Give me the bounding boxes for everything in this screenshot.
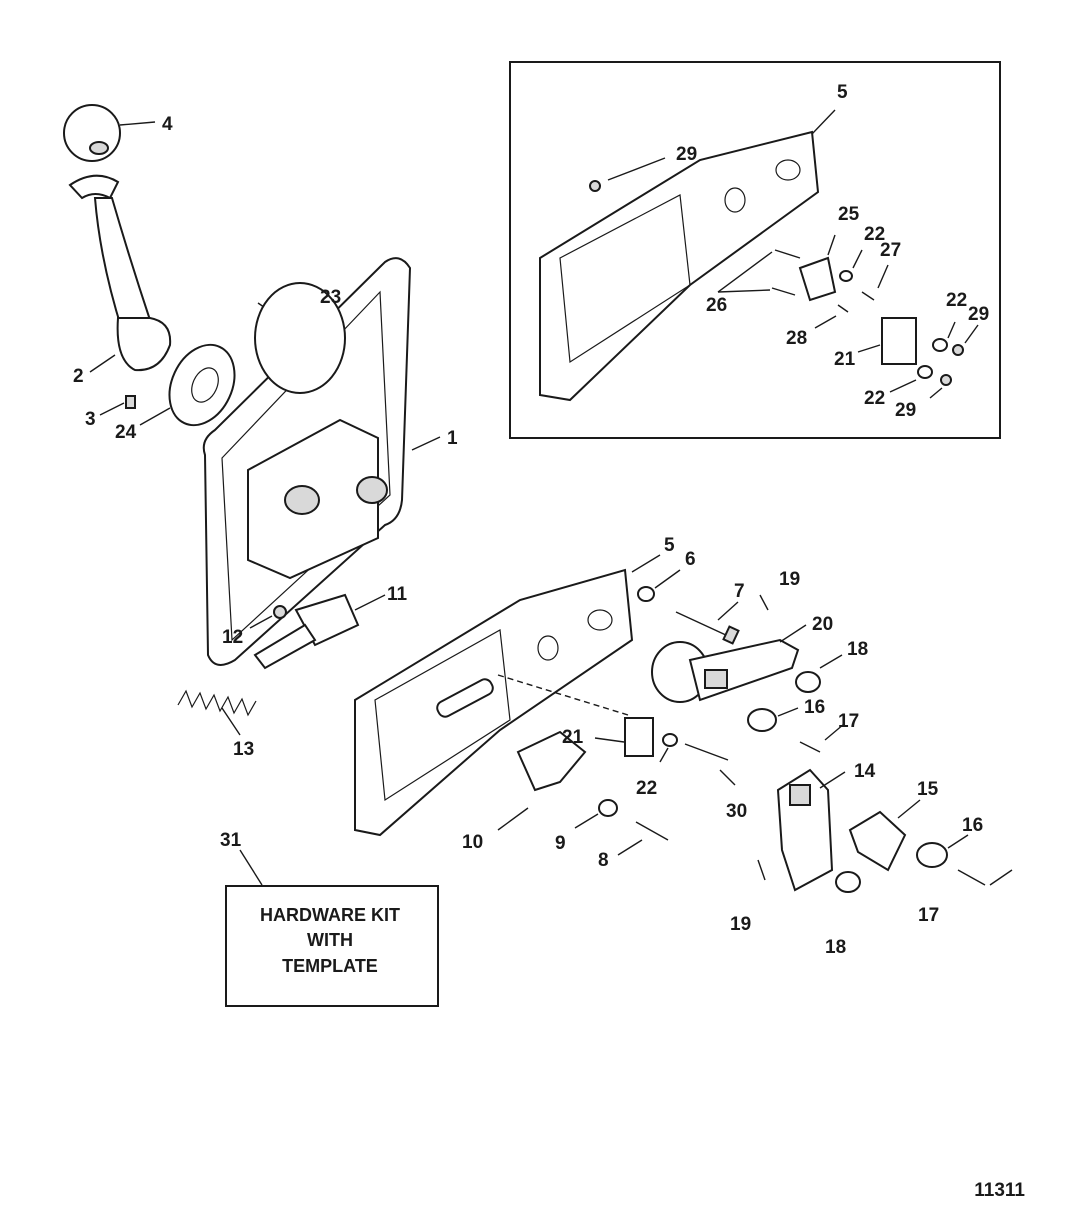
callout-8: 8 bbox=[598, 850, 609, 871]
callout-23: 23 bbox=[320, 287, 341, 308]
cam-part bbox=[253, 593, 386, 670]
callout-7: 7 bbox=[734, 581, 745, 602]
lock-washer-part bbox=[659, 733, 678, 763]
callout-10: 10 bbox=[462, 832, 483, 853]
cam-plate-part bbox=[848, 799, 921, 872]
flat-washer-part bbox=[747, 707, 969, 868]
callout-21: 21 bbox=[562, 727, 584, 748]
inset-frame bbox=[509, 61, 1001, 439]
detent-plate-part bbox=[139, 343, 236, 427]
callout-28: 28 bbox=[786, 328, 807, 349]
callout-22-inset-b: 22 bbox=[946, 290, 967, 311]
callout-17-a: 17 bbox=[838, 711, 859, 732]
callout-24: 24 bbox=[115, 422, 137, 443]
callout-4: 4 bbox=[162, 114, 173, 135]
callout-12: 12 bbox=[222, 627, 243, 648]
switch-part bbox=[594, 717, 654, 757]
cotter-pin-part bbox=[757, 594, 769, 881]
callout-26: 26 bbox=[706, 295, 727, 316]
callout-13: 13 bbox=[233, 739, 254, 760]
spring-part bbox=[177, 689, 257, 736]
nut-part bbox=[249, 605, 287, 629]
callout-2: 2 bbox=[73, 366, 84, 387]
callout-29-inset-b: 29 bbox=[968, 304, 989, 325]
callout-29-inset-c: 29 bbox=[895, 400, 916, 421]
knob-part bbox=[63, 104, 156, 162]
callout-3: 3 bbox=[85, 409, 96, 430]
housing-part bbox=[202, 257, 441, 666]
small-washer-part bbox=[574, 799, 618, 829]
plate-part bbox=[776, 768, 846, 892]
callout-labels: 1 2 3 4 5 5 6 7 8 9 10 11 12 13 14 15 16… bbox=[73, 82, 989, 958]
callout-16-a: 16 bbox=[804, 697, 825, 718]
hardware-kit-line-2: WITH bbox=[307, 930, 353, 950]
lever-part bbox=[651, 624, 807, 703]
handle-part bbox=[68, 174, 172, 373]
callout-27: 27 bbox=[880, 240, 901, 261]
bolt-part bbox=[675, 601, 740, 645]
callout-5-inset: 5 bbox=[837, 82, 848, 103]
roller-part bbox=[795, 654, 861, 893]
callout-1: 1 bbox=[447, 428, 458, 449]
inset-bracket-part bbox=[539, 109, 836, 402]
callout-5: 5 bbox=[664, 535, 675, 556]
callout-9: 9 bbox=[555, 833, 566, 854]
washer-part bbox=[637, 569, 681, 602]
callout-22: 22 bbox=[636, 778, 657, 799]
callout-25: 25 bbox=[838, 204, 860, 225]
callout-6: 6 bbox=[685, 549, 696, 570]
callout-31: 31 bbox=[220, 830, 242, 851]
callout-18-a: 18 bbox=[847, 639, 868, 660]
callout-19-b: 19 bbox=[730, 914, 751, 935]
callout-16-b: 16 bbox=[962, 815, 983, 836]
callout-14: 14 bbox=[854, 761, 876, 782]
callout-30: 30 bbox=[726, 801, 747, 822]
clip-part bbox=[497, 730, 587, 831]
callout-19-a: 19 bbox=[779, 569, 800, 590]
hardware-kit-box: HARDWARE KIT WITH TEMPLATE bbox=[225, 849, 439, 1007]
callout-11: 11 bbox=[387, 584, 408, 605]
callout-15: 15 bbox=[917, 779, 939, 800]
callout-22-inset-c: 22 bbox=[864, 388, 885, 409]
callout-29-inset-a: 29 bbox=[676, 144, 697, 165]
callout-20: 20 bbox=[812, 614, 833, 635]
hardware-kit-line-3: TEMPLATE bbox=[282, 956, 378, 976]
callout-22-inset-a: 22 bbox=[864, 224, 885, 245]
set-screw-part bbox=[99, 395, 136, 416]
screw-part bbox=[799, 723, 1013, 886]
callout-21-inset: 21 bbox=[834, 349, 856, 370]
inset-hardware bbox=[589, 157, 979, 399]
callout-18-b: 18 bbox=[825, 937, 846, 958]
hardware-kit-line-1: HARDWARE KIT bbox=[260, 905, 400, 925]
short-screw-part bbox=[617, 821, 669, 856]
figure-number: 11311 bbox=[974, 1180, 1025, 1201]
bracket-part bbox=[354, 554, 661, 837]
long-screw-part bbox=[684, 743, 736, 786]
callout-17-b: 17 bbox=[918, 905, 939, 926]
